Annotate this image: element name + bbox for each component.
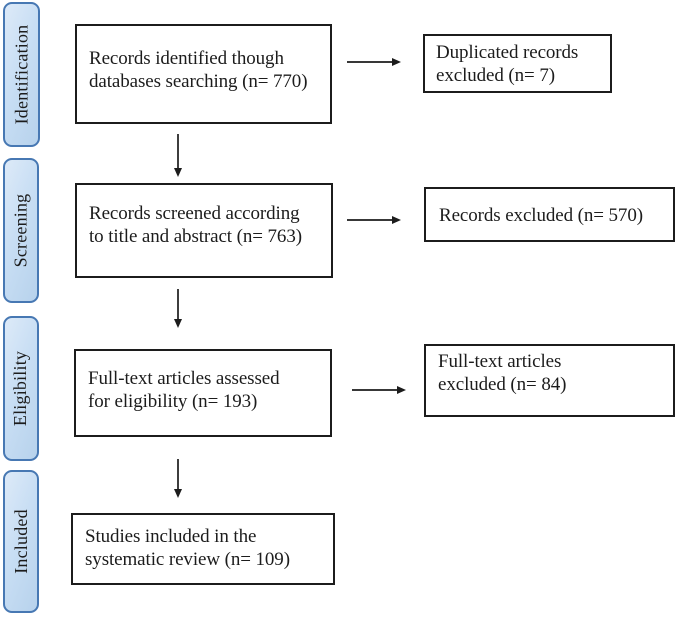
box-records-screened-text: Records screened according to title and … [89, 203, 302, 247]
stage-eligibility: Eligibility [3, 316, 39, 461]
stage-eligibility-label: Eligibility [10, 350, 31, 427]
box-records-excluded-text: Records excluded (n= 570) [439, 205, 643, 226]
stage-included: Included [3, 470, 39, 613]
box-records-excluded: Records excluded (n= 570) [424, 187, 675, 242]
box-duplicated-excluded-text: Duplicated records excluded (n= 7) [436, 42, 579, 86]
box-studies-included: Studies included in the systematic revie… [71, 513, 335, 585]
stage-identification: Identification [3, 2, 40, 147]
box-studies-included-text: Studies included in the systematic revie… [85, 526, 290, 570]
stage-screening-label: Screening [10, 193, 31, 268]
box-records-identified: Records identified though databases sear… [75, 24, 332, 124]
stage-included-label: Included [10, 509, 31, 574]
stage-identification-label: Identification [11, 24, 32, 125]
stage-screening: Screening [3, 158, 39, 303]
box-duplicated-excluded: Duplicated records excluded (n= 7) [423, 34, 612, 93]
box-records-identified-text: Records identified though databases sear… [89, 48, 308, 92]
box-fulltext-excluded-text: Full-text articles excluded (n= 84) [438, 351, 567, 395]
box-fulltext-assessed-text: Full-text articles assessed for eligibil… [88, 368, 280, 412]
box-fulltext-excluded: Full-text articles excluded (n= 84) [424, 344, 675, 417]
box-records-screened: Records screened according to title and … [75, 183, 333, 278]
box-fulltext-assessed: Full-text articles assessed for eligibil… [74, 349, 332, 437]
